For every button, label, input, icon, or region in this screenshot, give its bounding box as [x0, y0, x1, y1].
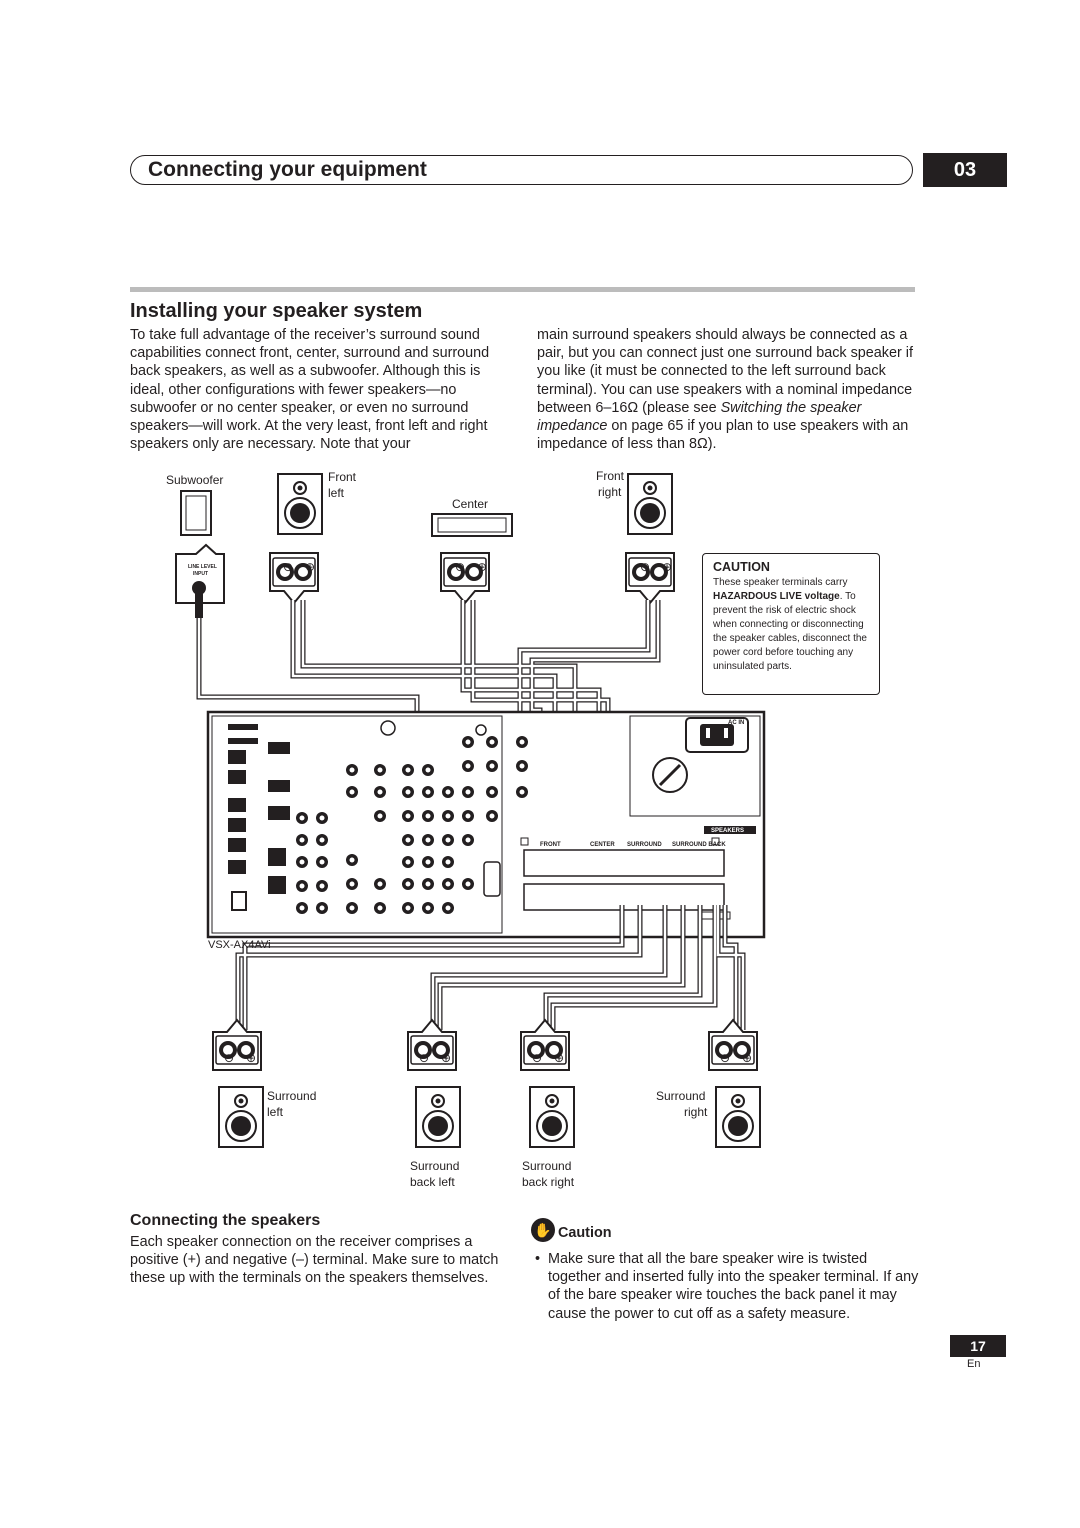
page-number: 17 — [950, 1335, 1006, 1357]
plus-sign: ⊕ — [662, 560, 672, 574]
line-level-label: LINE LEVEL — [188, 564, 217, 570]
caution-bullet: Make sure that all the bare speaker wire… — [548, 1251, 919, 1322]
front-right-label-line2: right — [598, 485, 622, 499]
subwoofer-input — [175, 543, 225, 618]
surround-back-right-label-line1: Surround — [522, 1159, 572, 1173]
front-left-label-line1: Front — [328, 470, 357, 484]
caution-hand-icon: ✋ — [531, 1218, 555, 1242]
speaker-terminal-blocks — [523, 849, 725, 911]
surround-left-label-line1: Surround — [267, 1089, 317, 1103]
surround-back-left-label-line1: Surround — [410, 1159, 460, 1173]
plus-sign: ⊕ — [441, 1051, 451, 1065]
plus-sign: ⊕ — [742, 1051, 752, 1065]
front-left-speaker — [277, 473, 323, 535]
intro-paragraph-2: main surround speakers should always be … — [537, 326, 917, 453]
terminal-label-center: CENTER — [590, 842, 615, 848]
surround-right-label-line1: Surround — [656, 1089, 706, 1103]
front-left-label-line2: left — [328, 486, 345, 500]
plus-sign: ⊕ — [477, 560, 487, 574]
surround-right-label-line2: right — [684, 1105, 708, 1119]
subwoofer-label: Subwoofer — [166, 473, 224, 487]
minus-sign: ⊖ — [224, 1051, 234, 1065]
front-right-speaker — [627, 473, 673, 535]
chapter-header-bar — [130, 155, 913, 185]
caution-box: CAUTION These speaker terminals carry HA… — [702, 553, 880, 695]
plus-sign: ⊕ — [554, 1051, 564, 1065]
terminal-label-front: FRONT — [540, 842, 561, 848]
caution-box-text-2: To prevent the risk of electric shock wh… — [713, 591, 867, 672]
minus-sign: ⊖ — [532, 1051, 542, 1065]
input-label: INPUT — [193, 571, 208, 577]
model-label: VSX-AX4AVi — [208, 939, 271, 951]
connecting-body: Each speaker connection on the receiver … — [130, 1234, 499, 1287]
page-language: En — [967, 1358, 981, 1370]
plus-sign: ⊕ — [305, 560, 315, 574]
speakers-label: SPEAKERS — [711, 828, 744, 834]
intro-text-b: on page 65 if you plan to use speakers w… — [537, 418, 909, 453]
surround-left-label-line2: left — [267, 1105, 284, 1119]
minus-sign: ⊖ — [455, 560, 465, 574]
intro-column-2: main surround speakers should always be … — [537, 326, 917, 453]
intro-text-a: main surround speakers should always be … — [537, 327, 913, 416]
center-speaker — [431, 513, 513, 537]
caution-box-title: CAUTION — [713, 560, 770, 574]
bullet-icon: • — [535, 1251, 541, 1267]
surround-right-speaker — [715, 1086, 761, 1148]
section-rule — [130, 287, 915, 292]
minus-sign: ⊖ — [640, 560, 650, 574]
receiver-rear-panel — [206, 710, 766, 939]
minus-sign: ⊖ — [283, 560, 293, 574]
impedance-reference: Switching the speaker impedance — [537, 399, 862, 435]
caution-box-text-1: These speaker terminals carry — [713, 577, 848, 588]
center-label: Center — [452, 497, 489, 511]
subwoofer — [180, 490, 212, 536]
surround-left-speaker — [218, 1086, 264, 1148]
terminal-label-surround-back: SURROUND BACK — [672, 842, 726, 848]
caution-title: Caution — [558, 1225, 612, 1241]
plus-sign: ⊕ — [246, 1051, 256, 1065]
surround-back-left-label-line2: back left — [410, 1175, 455, 1189]
surround-back-left-speaker — [415, 1086, 461, 1148]
terminal-label-surround: SURROUND — [627, 842, 662, 848]
surround-back-right-speaker — [529, 1086, 575, 1148]
minus-sign: ⊖ — [720, 1051, 730, 1065]
section-title: Installing your speaker system — [130, 300, 423, 322]
ac-in-label: AC IN — [728, 720, 744, 726]
subsection-title: Connecting the speakers — [130, 1212, 321, 1229]
surround-back-right-label-line2: back right — [522, 1175, 575, 1189]
caution-box-bold: HAZARDOUS LIVE voltage — [713, 591, 840, 602]
chapter-title: Connecting your equipment — [148, 158, 427, 181]
intro-paragraph-1: To take full advantage of the receiver’s… — [130, 327, 490, 453]
minus-sign: ⊖ — [419, 1051, 429, 1065]
intro-column-1: To take full advantage of the receiver’s… — [130, 326, 508, 453]
front-right-label-line1: Front — [596, 469, 625, 483]
chapter-number: 03 — [923, 153, 1007, 187]
